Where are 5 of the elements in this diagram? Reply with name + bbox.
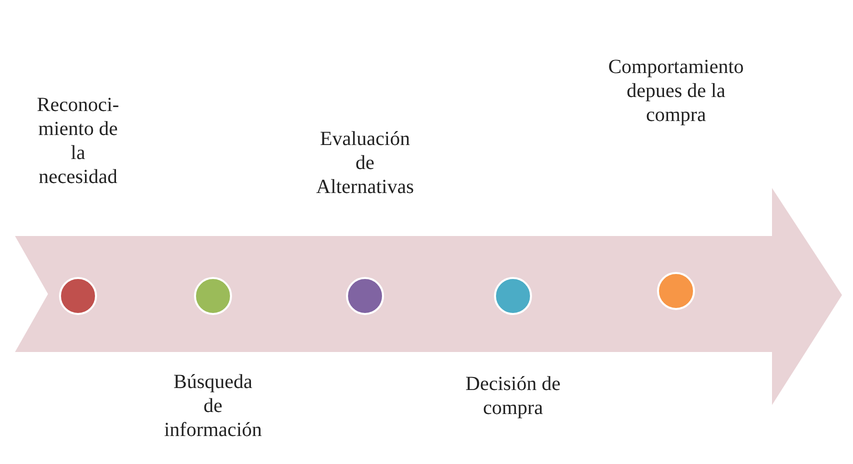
- stage-label: Reconoci- miento de la necesidad: [36, 93, 120, 189]
- stage-label: Decisión de compra: [464, 372, 562, 420]
- stage-label: Comportamiento depues de la compra: [607, 55, 745, 127]
- stage-label: Búsqueda de información: [163, 370, 263, 442]
- stage-label: Evaluación de Alternativas: [315, 127, 415, 199]
